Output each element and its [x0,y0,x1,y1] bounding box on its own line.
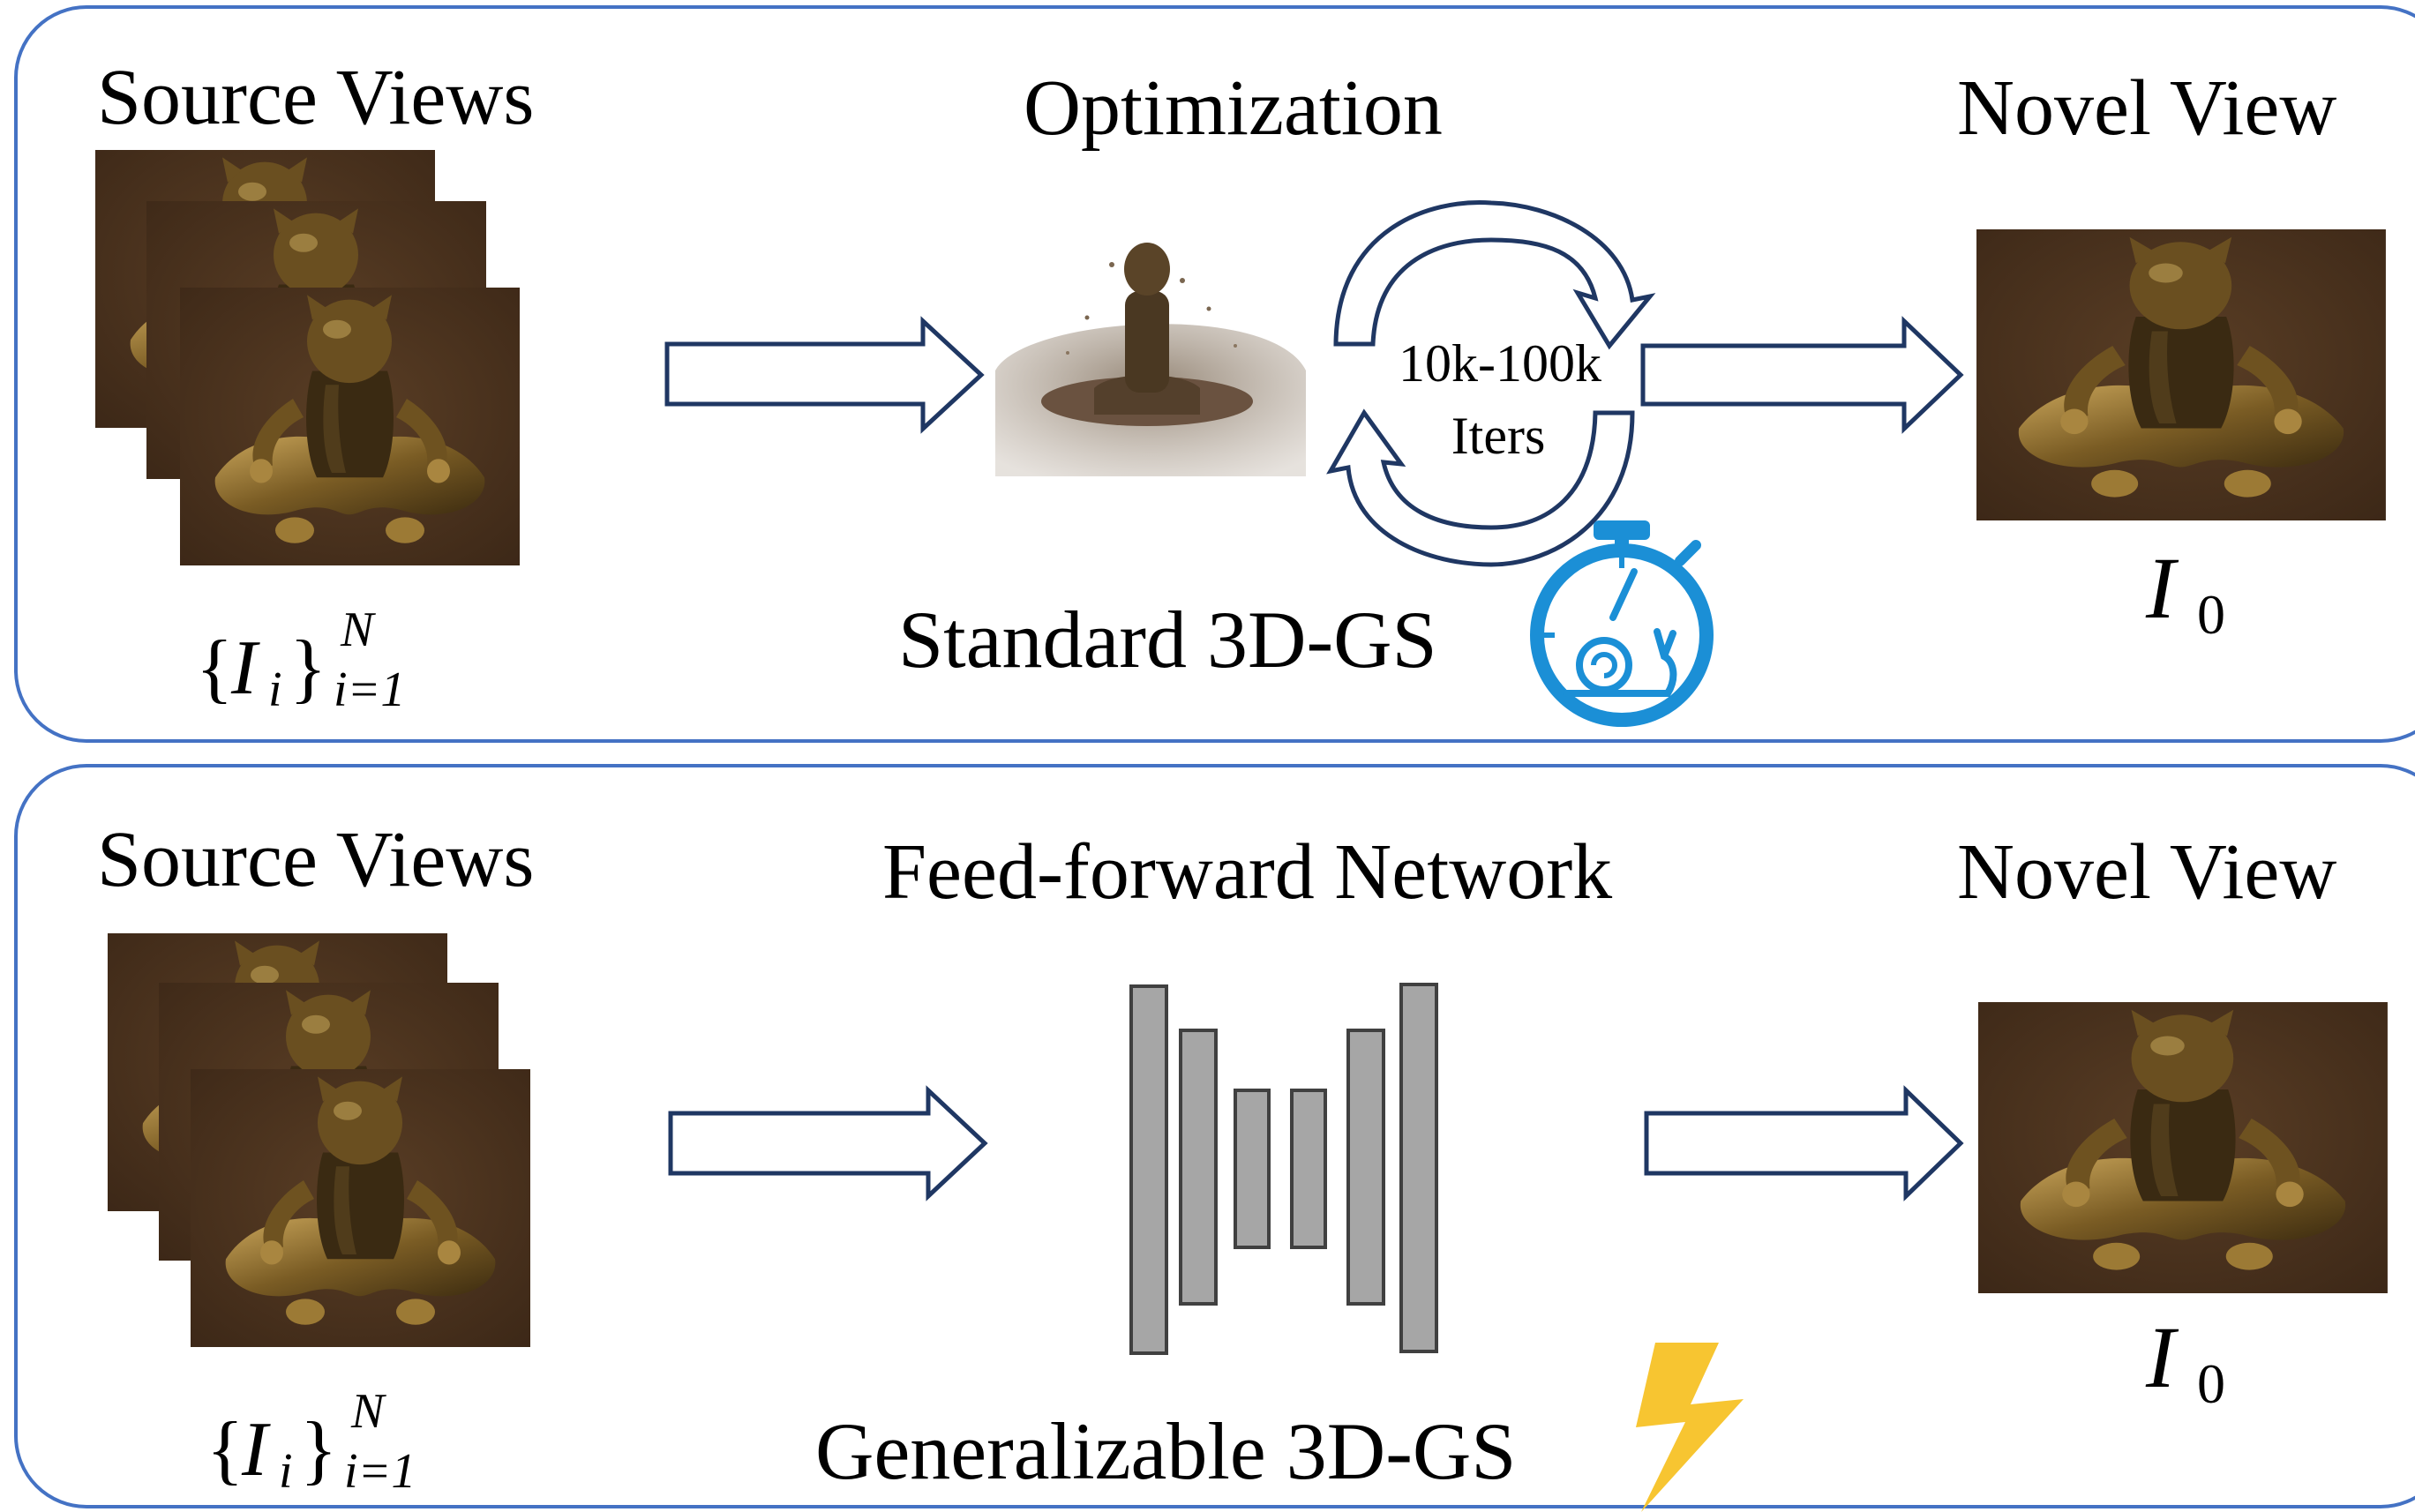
top-input-math: { I i } N i=1 [196,603,405,717]
svg-text:I: I [230,625,260,711]
svg-text:N: N [350,1384,386,1439]
top-arrow-to-novel-view [1640,316,1964,434]
svg-text:i: i [279,1444,293,1499]
bottom-output-math: I 0 [2145,1308,2225,1415]
bottom-feedforward-network-label: Feed-forward Network [882,828,1612,916]
network-layer-2 [1179,1029,1218,1306]
lightning-bolt-icon [1636,1343,1744,1512]
bottom-source-views-label: Source Views [97,816,534,903]
svg-text:i: i [268,662,282,717]
top-output-math: I 0 [2145,539,2225,646]
top-panel [14,5,2415,743]
svg-text:}: } [300,1407,337,1493]
top-source-views-label: Source Views [97,54,534,141]
bottom-novel-view-label: Novel View [1957,828,2336,916]
svg-text:N: N [340,603,376,657]
bottom-arrow-to-novel-view [1644,1085,1964,1201]
svg-text:I: I [2145,539,2179,637]
bottom-source-image-3 [191,1069,530,1347]
top-arrow-input-to-optimization [664,316,985,434]
top-source-image-stack [95,150,520,565]
cycle-arrow-upper [1333,200,1656,350]
feedforward-network-diagram [1129,983,1438,1355]
bottom-arrow-input-to-network [668,1085,988,1201]
network-layer-6 [1399,983,1438,1353]
iteration-iters-label: Iters [1451,407,1546,465]
svg-text:}: } [289,625,326,711]
bottom-source-image-stack [108,933,530,1347]
svg-text:I: I [241,1407,271,1493]
network-layer-4 [1290,1089,1327,1249]
svg-text:{: { [196,625,233,711]
bottom-input-math: { I i } N i=1 [206,1384,416,1499]
network-layer-5 [1346,1029,1385,1306]
network-layer-1 [1129,984,1168,1355]
svg-text:I: I [2145,1308,2179,1406]
stopwatch-snail-icon [1530,520,1714,727]
cycle-arrow-lower [1326,408,1635,567]
svg-text:0: 0 [2197,583,2225,646]
top-novel-view-label: Novel View [1957,64,2336,152]
top-iteration-cycle: 10k-100k Iters [1326,200,1656,567]
svg-text:i=1: i=1 [344,1444,416,1499]
top-gaussian-splat-image [995,243,1306,476]
generalizable-3dgs-caption: Generalizable 3D-GS [815,1406,1516,1496]
standard-3dgs-caption: Standard 3D-GS [898,595,1437,685]
bottom-novel-view-image [1978,1002,2388,1293]
svg-text:0: 0 [2197,1352,2225,1415]
svg-text:{: { [206,1407,244,1493]
top-novel-view-image [1976,229,2386,520]
iteration-count-label: 10k-100k [1399,334,1601,393]
top-optimization-label: Optimization [1024,64,1443,152]
svg-text:i=1: i=1 [334,662,405,717]
network-layer-3 [1234,1089,1271,1249]
bottom-panel [14,764,2415,1508]
top-source-image-3 [180,288,520,565]
